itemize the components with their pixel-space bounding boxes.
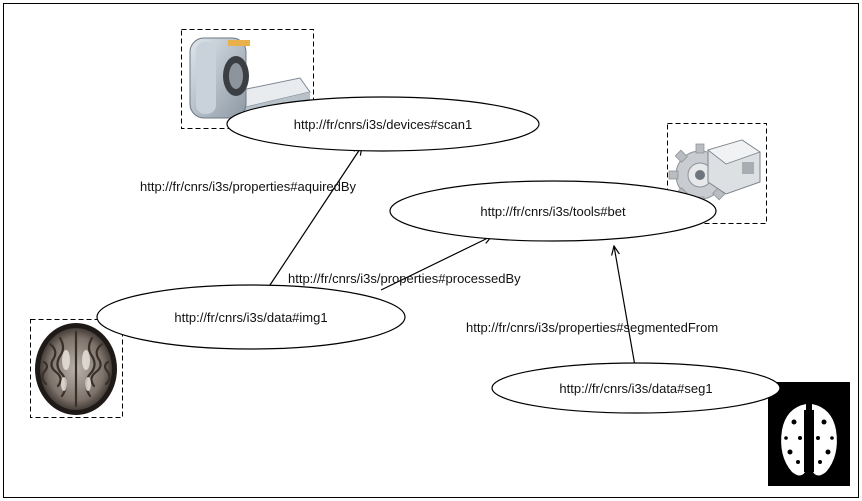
edge-acquired-by — [267, 146, 362, 289]
node-bet: http://fr/cnrs/i3s/tools#bet — [389, 180, 717, 242]
mri-scanner-icon — [181, 29, 314, 129]
edge-processed-by — [380, 236, 492, 291]
edge-label-segmented-from: http://fr/cnrs/i3s/properties#segmentedF… — [466, 320, 718, 335]
node-img1: http://fr/cnrs/i3s/data#img1 — [96, 284, 406, 350]
edge-label-acquired-by: http://fr/cnrs/i3s/properties#aquiredBy — [140, 179, 357, 194]
node-seg1: http://fr/cnrs/i3s/data#seg1 — [491, 362, 781, 414]
edge-segmented-from — [614, 246, 636, 367]
node-bet-label: http://fr/cnrs/i3s/tools#bet — [480, 204, 626, 219]
brain-segmentation-mask-icon — [768, 382, 850, 486]
node-img1-label: http://fr/cnrs/i3s/data#img1 — [174, 310, 327, 325]
node-seg1-label: http://fr/cnrs/i3s/data#seg1 — [559, 381, 712, 396]
brain-mri-slice-icon — [30, 319, 123, 418]
node-scan1: http://fr/cnrs/i3s/devices#scan1 — [226, 96, 540, 152]
node-scan1-label: http://fr/cnrs/i3s/devices#scan1 — [294, 117, 472, 132]
edge-label-processed-by: http://fr/cnrs/i3s/properties#processedB… — [288, 271, 521, 286]
diagram-frame — [3, 3, 859, 498]
